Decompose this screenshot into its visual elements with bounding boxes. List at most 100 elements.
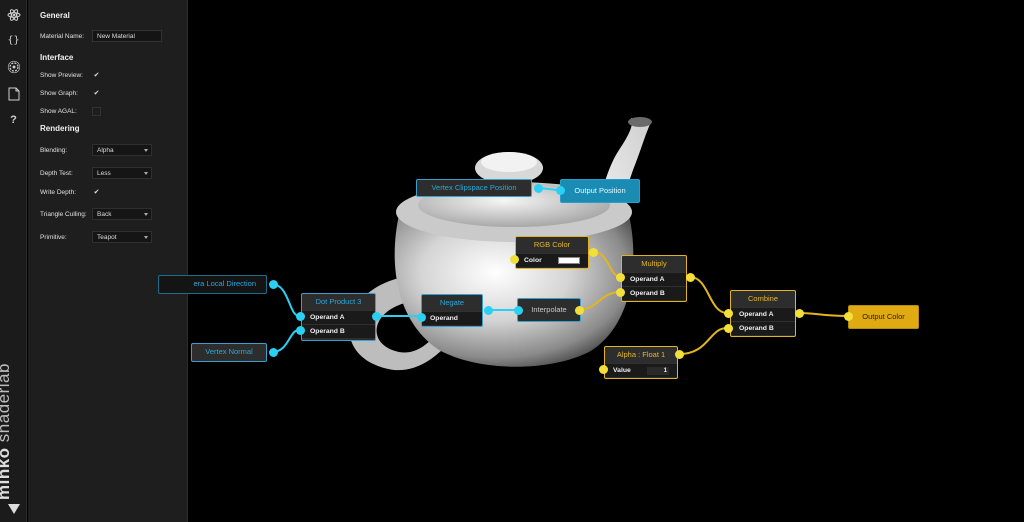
value-label: Value bbox=[613, 367, 631, 374]
input-port-a[interactable] bbox=[724, 309, 733, 318]
node-title: Interpolate bbox=[531, 305, 567, 314]
chevron-down-icon bbox=[144, 236, 148, 239]
input-port-b[interactable] bbox=[616, 288, 625, 297]
triangle-culling-label: Triangle Culling: bbox=[40, 211, 87, 218]
input-port-a[interactable] bbox=[296, 312, 305, 321]
material-name-input[interactable] bbox=[92, 30, 162, 42]
show-agal-checkbox[interactable] bbox=[92, 107, 101, 116]
node-title: Vertex Clipspace Position bbox=[431, 183, 517, 192]
output-port[interactable] bbox=[372, 312, 381, 321]
blending-value: Alpha bbox=[97, 147, 114, 154]
node-rgb-color[interactable]: RGB Color Color bbox=[515, 236, 589, 269]
brand-logo: minko shaderlab bbox=[0, 363, 26, 514]
input-port[interactable] bbox=[514, 306, 523, 315]
value-input[interactable]: 1 bbox=[647, 367, 669, 375]
braces-icon[interactable]: {} bbox=[3, 30, 24, 51]
write-depth-checkbox[interactable]: ✔ bbox=[93, 189, 100, 196]
node-vertex-normal[interactable]: Vertex Normal bbox=[191, 343, 267, 362]
operand-a-row: Operand A bbox=[302, 310, 375, 324]
color-label: Color bbox=[524, 257, 542, 264]
output-port[interactable] bbox=[534, 184, 543, 193]
braces-glyph: {} bbox=[7, 35, 20, 46]
output-port[interactable] bbox=[484, 306, 493, 315]
preview-viewport[interactable]: Vertex Clipspace Position Output Positio… bbox=[158, 0, 1024, 522]
input-port[interactable] bbox=[599, 365, 608, 374]
value-row: Value 1 bbox=[605, 363, 677, 377]
depth-test-value: Less bbox=[97, 170, 111, 177]
input-port[interactable] bbox=[556, 186, 565, 195]
input-port-a[interactable] bbox=[616, 273, 625, 282]
node-title: Negate bbox=[439, 298, 465, 307]
node-title: Combine bbox=[747, 294, 778, 303]
color-swatch[interactable] bbox=[558, 257, 580, 264]
node-dot-product[interactable]: Dot Product 3 Operand A Operand B bbox=[301, 293, 376, 341]
help-icon[interactable]: ? bbox=[3, 109, 24, 130]
section-interface-heading: Interface bbox=[40, 53, 74, 62]
node-title: Alpha : Float 1 bbox=[616, 350, 666, 359]
input-port[interactable] bbox=[844, 312, 853, 321]
input-port-b[interactable] bbox=[724, 324, 733, 333]
section-general-heading: General bbox=[40, 11, 70, 20]
show-agal-label: Show AGAL: bbox=[40, 108, 77, 115]
node-combine[interactable]: Combine Operand A Operand B bbox=[730, 290, 796, 337]
show-graph-checkbox[interactable]: ✔ bbox=[93, 90, 100, 97]
output-port[interactable] bbox=[589, 248, 598, 257]
brand-wordmark: minko shaderlab bbox=[0, 363, 14, 500]
color-row: Color bbox=[516, 253, 588, 267]
triangle-culling-value: Back bbox=[97, 211, 112, 218]
blending-select[interactable]: Alpha bbox=[92, 144, 152, 156]
output-port[interactable] bbox=[269, 280, 278, 289]
brand-arrow-icon bbox=[8, 504, 20, 514]
node-multiply[interactable]: Multiply Operand A Operand B bbox=[621, 255, 687, 302]
help-glyph: ? bbox=[10, 113, 17, 126]
operand-b-row: Operand B bbox=[731, 321, 795, 335]
atom-icon[interactable] bbox=[3, 4, 24, 25]
output-port[interactable] bbox=[575, 306, 584, 315]
node-title: Output Position bbox=[574, 186, 626, 195]
triangle-culling-select[interactable]: Back bbox=[92, 208, 152, 220]
node-title: Dot Product 3 bbox=[315, 297, 362, 306]
write-depth-label: Write Depth: bbox=[40, 189, 77, 196]
input-port-b[interactable] bbox=[296, 326, 305, 335]
brand-bold: minko bbox=[0, 447, 13, 500]
chevron-down-icon bbox=[144, 172, 148, 175]
operand-b-row: Operand B bbox=[622, 286, 686, 300]
operand-a-row: Operand A bbox=[731, 307, 795, 321]
node-title: Output Color bbox=[862, 312, 905, 321]
node-alpha-float[interactable]: Alpha : Float 1 Value 1 bbox=[604, 346, 678, 379]
show-preview-label: Show Preview: bbox=[40, 72, 83, 79]
section-rendering-heading: Rendering bbox=[40, 124, 80, 133]
node-camera-local-direction[interactable]: era Local Direction bbox=[158, 275, 267, 294]
node-output-position[interactable]: Output Position bbox=[560, 179, 640, 203]
tool-rail: {} ? minko shaderlab bbox=[0, 0, 27, 522]
show-graph-label: Show Graph: bbox=[40, 90, 78, 97]
operand-row: Operand bbox=[422, 311, 482, 325]
input-port[interactable] bbox=[510, 255, 519, 264]
output-port[interactable] bbox=[675, 350, 684, 359]
properties-panel: General Material Name: Interface Show Pr… bbox=[28, 0, 188, 522]
node-interpolate[interactable]: Interpolate bbox=[517, 298, 581, 322]
depth-test-select[interactable]: Less bbox=[92, 167, 152, 179]
node-title: RGB Color bbox=[533, 240, 571, 249]
output-port[interactable] bbox=[269, 348, 278, 357]
operand-b-row: Operand B bbox=[302, 324, 375, 338]
output-port[interactable] bbox=[795, 309, 804, 318]
node-title: Vertex Normal bbox=[205, 347, 253, 356]
node-title: era Local Direction bbox=[193, 279, 256, 288]
node-output-color[interactable]: Output Color bbox=[848, 305, 919, 329]
gear-icon[interactable] bbox=[3, 56, 24, 77]
node-negate[interactable]: Negate Operand bbox=[421, 294, 483, 327]
document-icon[interactable] bbox=[3, 83, 24, 104]
output-port[interactable] bbox=[686, 273, 695, 282]
chevron-down-icon bbox=[144, 149, 148, 152]
graph-wires bbox=[271, 187, 850, 355]
input-port[interactable] bbox=[417, 313, 426, 322]
primitive-select[interactable]: Teapot bbox=[92, 231, 152, 243]
primitive-value: Teapot bbox=[97, 234, 117, 241]
blending-label: Blending: bbox=[40, 147, 68, 154]
primitive-label: Primitive: bbox=[40, 234, 67, 241]
node-vertex-clipspace[interactable]: Vertex Clipspace Position bbox=[416, 179, 532, 197]
show-preview-checkbox[interactable]: ✔ bbox=[93, 72, 100, 79]
chevron-down-icon bbox=[144, 213, 148, 216]
node-title: Multiply bbox=[641, 259, 667, 268]
